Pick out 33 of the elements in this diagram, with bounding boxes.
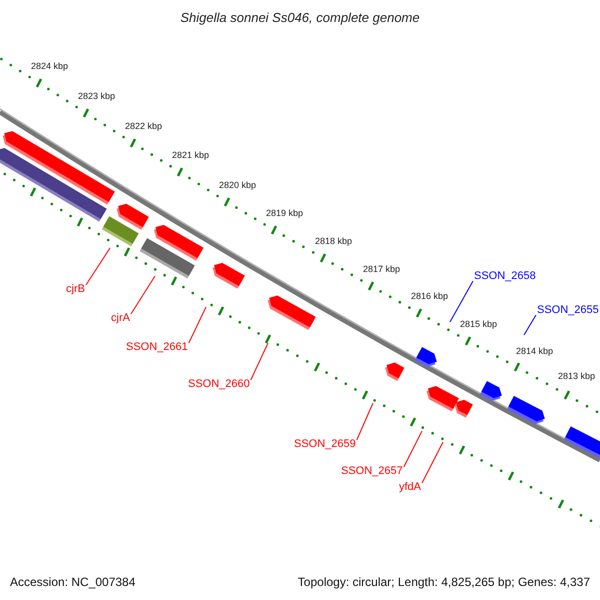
accession-text: Accession: NC_007384 [10, 576, 136, 588]
scale-label: 2819 kbp [266, 209, 304, 218]
leader-line [450, 280, 474, 322]
gene-label: cjrA [111, 313, 130, 324]
gene-label: cjrB [66, 284, 85, 295]
gene-label: SSON_2659 [294, 439, 356, 450]
scale-label: 2822 kbp [125, 122, 162, 131]
scale-label: 2813 kbp [558, 372, 596, 381]
gene-label: SSON_2658 [474, 271, 536, 282]
gene-label: SSON_2655 [537, 305, 599, 316]
scale-label: 2818 kbp [315, 237, 352, 246]
leader-line [403, 430, 422, 468]
genome-info-text: Topology: circular; Length: 4,825,265 bp; Genes: 4,337 [298, 576, 590, 588]
leader-line [422, 442, 444, 484]
scale-label: 2814 kbp [516, 347, 554, 356]
scale-label: 2820 kbp [219, 181, 256, 190]
scale-label: 2815 kbp [460, 320, 498, 329]
scale-label: 2817 kbp [363, 265, 400, 274]
scale-label: 2823 kbp [78, 92, 116, 101]
leader-line [250, 342, 268, 380]
leader-line [524, 314, 536, 336]
leader-line [188, 306, 206, 344]
gene-label: SSON_2660 [188, 379, 250, 390]
leader-line [356, 402, 374, 440]
title: Shigella sonnei Ss046, complete genome [179, 11, 421, 24]
gene-label: SSON_2661 [126, 342, 188, 353]
scale-label: 2816 kbp [411, 292, 448, 301]
gene-label: yfdA [399, 482, 422, 493]
gene-label: SSON_2657 [341, 466, 403, 477]
leader-line [85, 248, 110, 286]
scale-label: 2824 kbp [31, 62, 68, 71]
scale-label: 2821 kbp [172, 151, 210, 160]
leader-line [130, 276, 156, 314]
